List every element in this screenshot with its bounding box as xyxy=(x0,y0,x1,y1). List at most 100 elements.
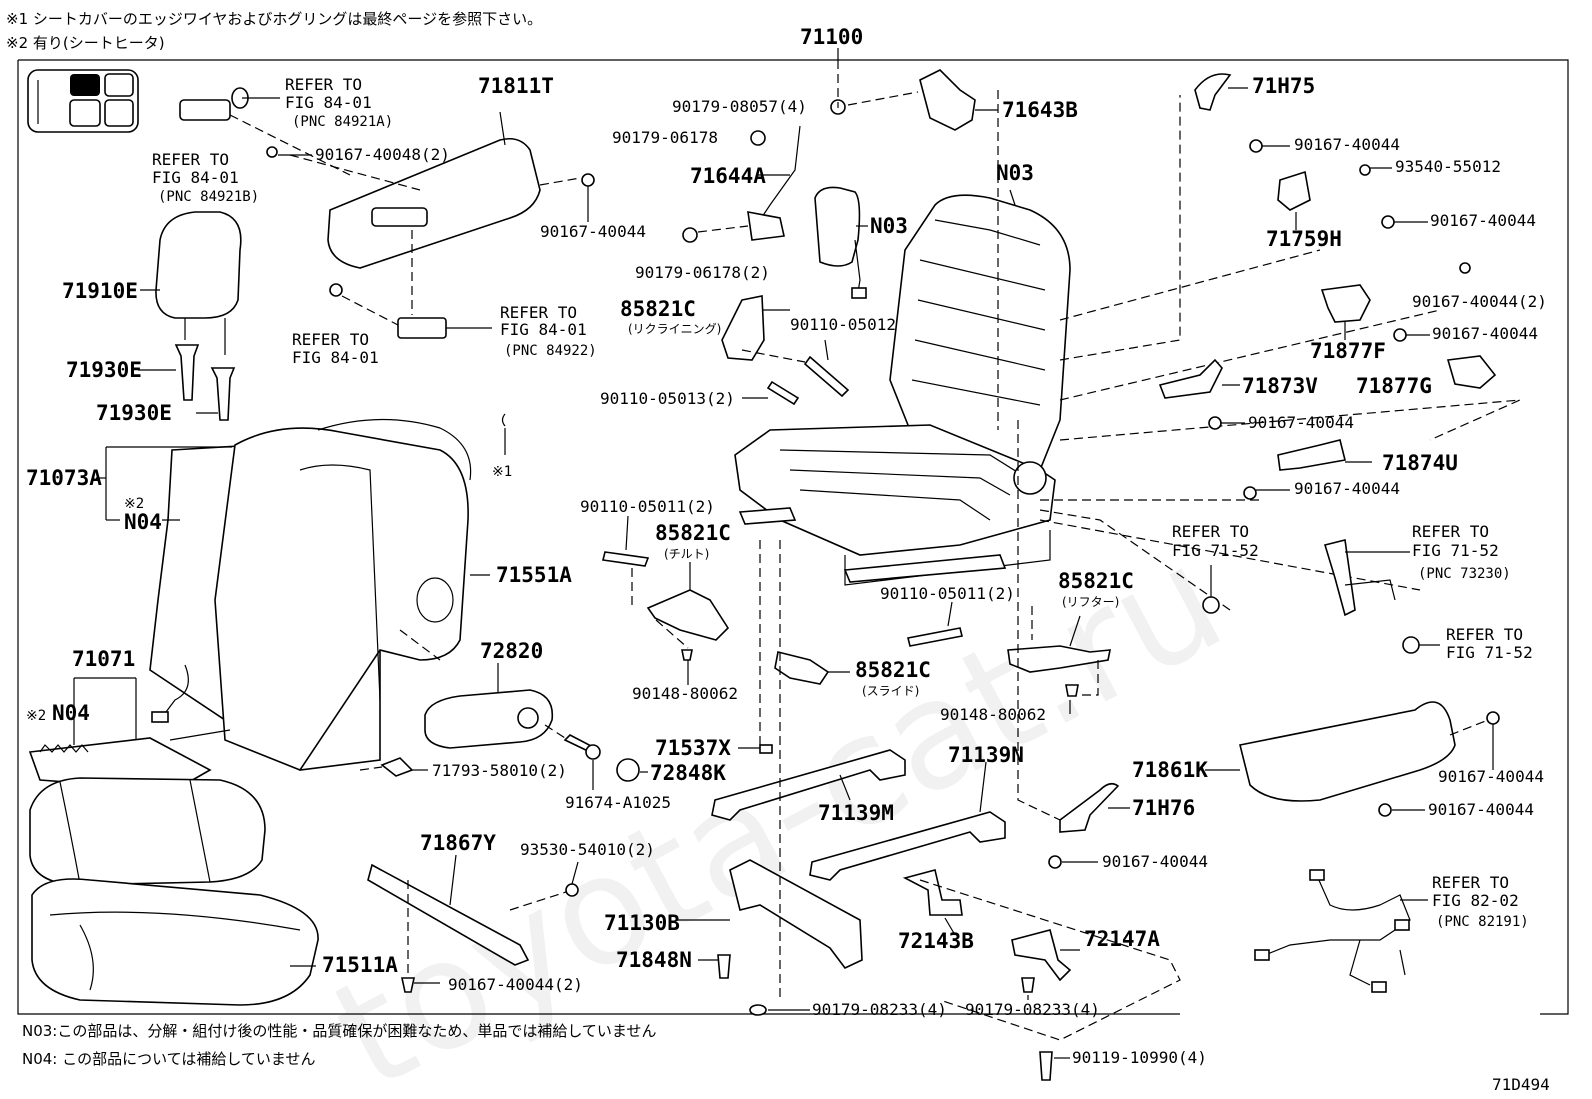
svg-text:90110-05011(2): 90110-05011(2) xyxy=(580,497,715,516)
svg-text:FIG 71-52: FIG 71-52 xyxy=(1412,541,1499,560)
nut-icon xyxy=(1402,636,1420,654)
nut-90179-06178-2 xyxy=(682,227,698,243)
frame-border xyxy=(18,59,1569,1015)
svg-text:90179-06178: 90179-06178 xyxy=(612,128,718,147)
label-71H75: 71H75 xyxy=(1252,74,1315,98)
label-71H76: 71H76 xyxy=(1132,796,1195,820)
label-71867Y: 71867Y xyxy=(420,831,496,855)
bracket-71643B xyxy=(919,69,976,131)
svg-text:(PNC 84921B): (PNC 84921B) xyxy=(158,189,259,205)
tilt-motor xyxy=(646,589,730,641)
svg-text:(PNC 82191): (PNC 82191) xyxy=(1436,914,1529,930)
seat-side-shield-71811T xyxy=(327,137,541,269)
bracket-71877G xyxy=(1446,355,1497,389)
label-72820: 72820 xyxy=(480,639,543,663)
bolt-90148-a xyxy=(681,649,693,661)
label-71759H: 71759H xyxy=(1266,227,1342,251)
svg-text:REFER TO: REFER TO xyxy=(285,75,362,94)
label-85821C-recliner: 85821C xyxy=(620,297,696,321)
label-71873V: 71873V xyxy=(1242,374,1318,398)
knob-71759H xyxy=(1277,170,1311,211)
svg-text:※2: ※2 xyxy=(26,708,46,724)
svg-text:FIG 84-01: FIG 84-01 xyxy=(285,93,372,112)
label-71551A: 71551A xyxy=(496,563,572,587)
hog-ring xyxy=(501,413,506,427)
headrest-support-a xyxy=(174,344,200,401)
harness-71644A xyxy=(759,125,801,221)
clip-93540 xyxy=(1359,164,1371,176)
svg-text:N03: N03 xyxy=(870,214,908,238)
note-n04: N04: この部品については補給していません xyxy=(22,1050,316,1068)
recliner-motor xyxy=(721,295,765,361)
svg-text:90167-40044: 90167-40044 xyxy=(1294,479,1400,498)
svg-text:90167-40044: 90167-40044 xyxy=(1294,135,1400,154)
label-71910E: 71910E xyxy=(62,279,138,303)
label-71877F: 71877F xyxy=(1310,339,1386,363)
label-71071: 71071 xyxy=(72,647,135,671)
lower-rail-71139N xyxy=(809,811,1006,881)
svg-text:90179-06178(2): 90179-06178(2) xyxy=(635,263,770,282)
bracket-71873V xyxy=(1158,358,1223,399)
svg-text:(PNC 73230): (PNC 73230) xyxy=(1418,566,1511,582)
svg-text:90167-40044(2): 90167-40044(2) xyxy=(1412,292,1547,311)
label-85821C-slide: 85821C xyxy=(855,658,931,682)
screw-icon xyxy=(1378,803,1392,817)
label-71073A: 71073A xyxy=(26,466,102,490)
svg-text:90110-05013(2): 90110-05013(2) xyxy=(600,389,735,408)
screw-icon xyxy=(581,173,595,187)
svg-text:N04: N04 xyxy=(52,701,90,725)
screw-icon xyxy=(1459,262,1471,274)
seat-locator-icon xyxy=(27,69,139,133)
bracket-71874U xyxy=(1277,439,1346,471)
screw-icon xyxy=(1208,416,1222,430)
svg-text:N03: N03 xyxy=(996,161,1034,185)
slide-motor xyxy=(774,651,830,685)
svg-text:71930E: 71930E xyxy=(96,401,172,425)
figure-id: 71D494 xyxy=(1492,1075,1550,1094)
svg-text:(PNC 84922): (PNC 84922) xyxy=(504,343,597,359)
svg-text:90167-40044: 90167-40044 xyxy=(1432,324,1538,343)
seat-wire-harness xyxy=(1254,869,1411,993)
svg-text:FIG 84-01: FIG 84-01 xyxy=(500,320,587,339)
label-85821C-tilt: 85821C xyxy=(655,521,731,545)
screw-icon xyxy=(1393,328,1407,342)
svg-text:71793-58010(2): 71793-58010(2) xyxy=(432,761,567,780)
svg-text:93530-54010(2): 93530-54010(2) xyxy=(520,840,655,859)
label-71861K: 71861K xyxy=(1132,758,1208,782)
bolt-90148-b xyxy=(1065,684,1079,697)
svg-text:FIG 84-01: FIG 84-01 xyxy=(152,168,239,187)
svg-text:90167-40044: 90167-40044 xyxy=(1248,413,1354,432)
seat-rail-rear xyxy=(843,554,1007,583)
svg-text:90148-80062: 90148-80062 xyxy=(940,705,1046,724)
svg-text:REFER TO: REFER TO xyxy=(500,303,577,322)
label-85821C-lifter: 85821C xyxy=(1058,569,1134,593)
svg-text:90179-08057(4): 90179-08057(4) xyxy=(672,97,807,116)
screw-icon xyxy=(266,146,278,158)
svg-text:(リフター): (リフター) xyxy=(1062,595,1119,609)
nut-90179-06178 xyxy=(750,130,766,146)
note-seat-heater: ※2 有り(シートヒータ) xyxy=(6,34,165,52)
bolt-90110-05011 xyxy=(602,551,650,567)
svg-text:REFER TO: REFER TO xyxy=(152,150,229,169)
svg-text:71930E: 71930E xyxy=(66,358,142,382)
label-71511A: 71511A xyxy=(322,953,398,977)
svg-text:(チルト): (チルト) xyxy=(664,547,709,561)
screw-icon xyxy=(329,283,343,297)
svg-text:※2: ※2 xyxy=(124,496,144,512)
svg-text:REFER TO: REFER TO xyxy=(1432,873,1509,892)
svg-text:72147A: 72147A xyxy=(1084,927,1160,951)
seat-rail-front xyxy=(738,507,797,525)
svg-text:91674-A1025: 91674-A1025 xyxy=(565,793,671,812)
bolt-90119 xyxy=(1039,1051,1053,1081)
svg-text:90179-08233(4): 90179-08233(4) xyxy=(965,1000,1100,1019)
airbag-module-N03 xyxy=(814,186,861,267)
svg-text:90167-40048(2): 90167-40048(2) xyxy=(315,145,450,164)
seatbelt-buckle xyxy=(1323,539,1356,617)
bracket-72147A xyxy=(1011,929,1072,982)
svg-text:72848K: 72848K xyxy=(650,761,726,785)
headrest-support-b xyxy=(210,367,236,421)
seatback-cover-71551A xyxy=(214,427,469,771)
screw-icon xyxy=(1243,486,1257,500)
bolt-90110-05011-b xyxy=(907,627,963,647)
label-71643B: 71643B xyxy=(1002,98,1078,122)
